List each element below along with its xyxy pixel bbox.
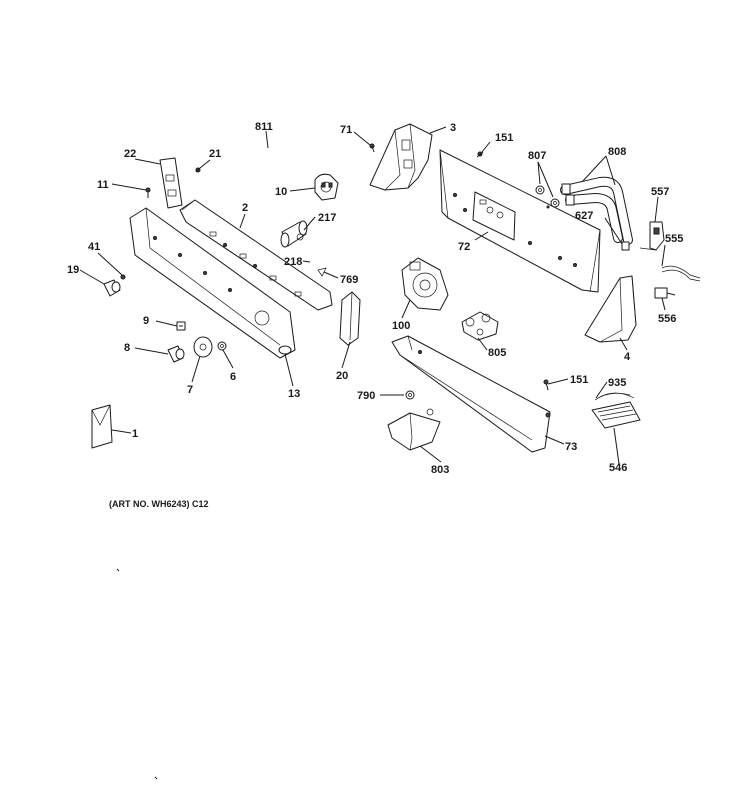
callout-labels: 811 71 3 151 807 808 22 21 11 10 2 217 5… — [67, 121, 683, 476]
part-627 — [621, 241, 630, 251]
callout-808: 808 — [608, 146, 626, 158]
callout-769: 769 — [340, 274, 358, 286]
part-811-hose — [267, 149, 313, 173]
callout-555: 555 — [665, 233, 683, 245]
callout-805: 805 — [488, 347, 506, 359]
part-72-backsplash — [439, 149, 601, 293]
callout-151-lower: 151 — [570, 374, 588, 386]
callout-22: 22 — [124, 148, 136, 160]
leader-lines — [79, 126, 666, 465]
part-6-nut — [217, 341, 227, 351]
callout-10: 10 — [275, 186, 287, 198]
callout-935: 935 — [608, 377, 626, 389]
callout-811: 811 — [255, 121, 273, 133]
callout-11: 11 — [97, 179, 109, 191]
callout-217: 217 — [318, 212, 336, 224]
part-1-manual — [91, 404, 113, 449]
part-4-end-cap — [584, 275, 637, 343]
part-805-valve — [461, 311, 499, 341]
callout-557: 557 — [651, 186, 669, 198]
part-556-connector — [654, 287, 676, 299]
part-21-screw — [195, 167, 201, 173]
scan-specks — [116, 568, 158, 780]
part-41 — [120, 274, 126, 280]
part-546-harness — [591, 392, 641, 429]
part-100-motor — [401, 257, 449, 311]
part-151-screw-top — [476, 151, 484, 158]
callout-8: 8 — [124, 342, 130, 354]
callout-803: 803 — [431, 464, 449, 476]
callout-100: 100 — [392, 320, 410, 332]
callout-627: 627 — [575, 210, 593, 222]
part-151-screw-lower — [543, 379, 549, 391]
callout-72: 72 — [458, 241, 470, 253]
part-9-clip — [176, 321, 186, 331]
callout-9: 9 — [143, 315, 149, 327]
callout-1: 1 — [132, 428, 138, 440]
callout-546: 546 — [609, 462, 627, 474]
callout-151-top: 151 — [495, 132, 513, 144]
part-2-control-panel — [179, 199, 333, 311]
callout-3: 3 — [450, 122, 456, 134]
part-808-hoses — [560, 176, 633, 245]
part-10-timer — [314, 173, 339, 201]
art-number-caption: (ART NO. WH6243) C12 — [109, 499, 209, 509]
part-803-bracket — [387, 408, 441, 451]
callout-6: 6 — [230, 371, 236, 383]
part-71-screw — [369, 143, 375, 153]
callout-807: 807 — [528, 150, 546, 162]
callout-41: 41 — [88, 241, 100, 253]
callout-790: 790 — [357, 390, 375, 402]
part-555-wire — [661, 265, 701, 282]
part-22-bracket — [159, 157, 183, 209]
part-8-knob — [167, 345, 185, 363]
part-19-knob — [103, 279, 121, 297]
callout-13: 13 — [288, 388, 300, 400]
part-7-dial — [193, 336, 213, 358]
part-73-rear-panel — [391, 335, 551, 453]
callout-7: 7 — [187, 384, 193, 396]
part-217-capacitor — [280, 220, 308, 248]
callout-73: 73 — [565, 441, 577, 453]
callout-21: 21 — [209, 148, 221, 160]
callout-4: 4 — [624, 351, 631, 363]
callout-556: 556 — [658, 313, 676, 325]
callout-20: 20 — [336, 370, 348, 382]
part-13-console — [129, 207, 296, 359]
part-557-clip — [639, 221, 665, 251]
part-11-screw — [145, 187, 151, 198]
part-3-end-cap — [369, 123, 433, 191]
callout-19: 19 — [67, 264, 79, 276]
part-20-end-cap — [339, 291, 361, 346]
part-790-clip — [405, 390, 415, 400]
part-807-washers — [535, 185, 560, 209]
callout-218: 218 — [284, 256, 302, 268]
callout-2: 2 — [242, 202, 248, 214]
callout-71: 71 — [340, 124, 352, 136]
